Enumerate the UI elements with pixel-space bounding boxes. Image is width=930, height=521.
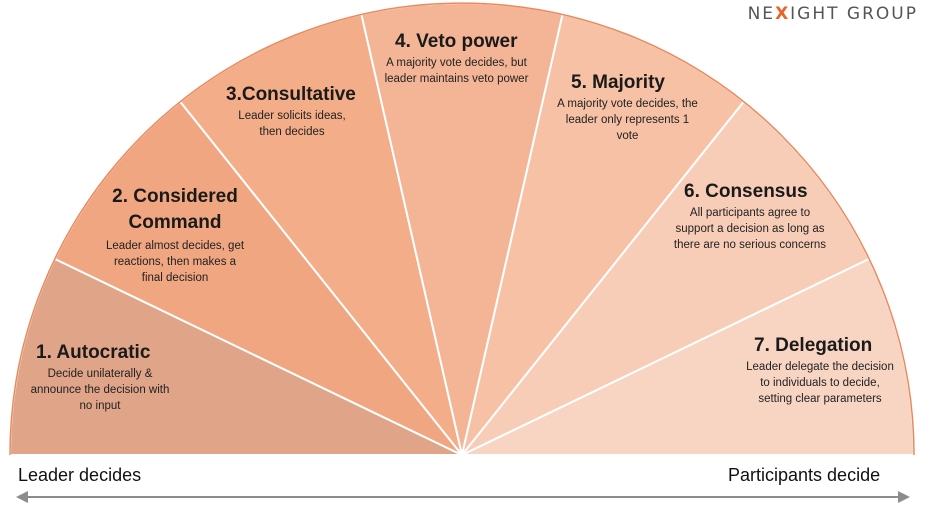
segment-6-title: 6. Consensus bbox=[684, 181, 808, 202]
fan-outline bbox=[9, 2, 915, 456]
segment-3-title: 3.Consultative bbox=[226, 84, 356, 105]
spectrum-arrow bbox=[16, 491, 910, 503]
segment-5-description: A majority vote decides, the leader only… bbox=[557, 98, 698, 142]
segment-4-title: 4. Veto power bbox=[395, 31, 518, 52]
segment-2-title: 2. Considered Command bbox=[112, 186, 238, 233]
segment-1-description: Decide unilaterally & announce the decis… bbox=[30, 368, 170, 412]
segment-5-title: 5. Majority bbox=[571, 72, 665, 93]
nexight-logo: NEXIGHT GROUP bbox=[747, 4, 918, 24]
segment-7-description: Leader delegate the decision to individu… bbox=[746, 361, 894, 405]
leader-decides-label: Leader decides bbox=[18, 465, 142, 485]
segment-6-description: All participants agree to support a deci… bbox=[673, 207, 827, 251]
segment-2-description: Leader almost decides, get reactions, th… bbox=[105, 240, 245, 284]
segment-1-title: 1. Autocratic bbox=[36, 342, 151, 363]
segment-7-title: 7. Delegation bbox=[754, 335, 873, 356]
segment-3-description: Leader solicits ideas, then decides bbox=[238, 110, 346, 138]
participants-decide-label: Participants decide bbox=[728, 465, 881, 485]
segment-4-description: A majority vote decides, but leader main… bbox=[384, 57, 529, 85]
